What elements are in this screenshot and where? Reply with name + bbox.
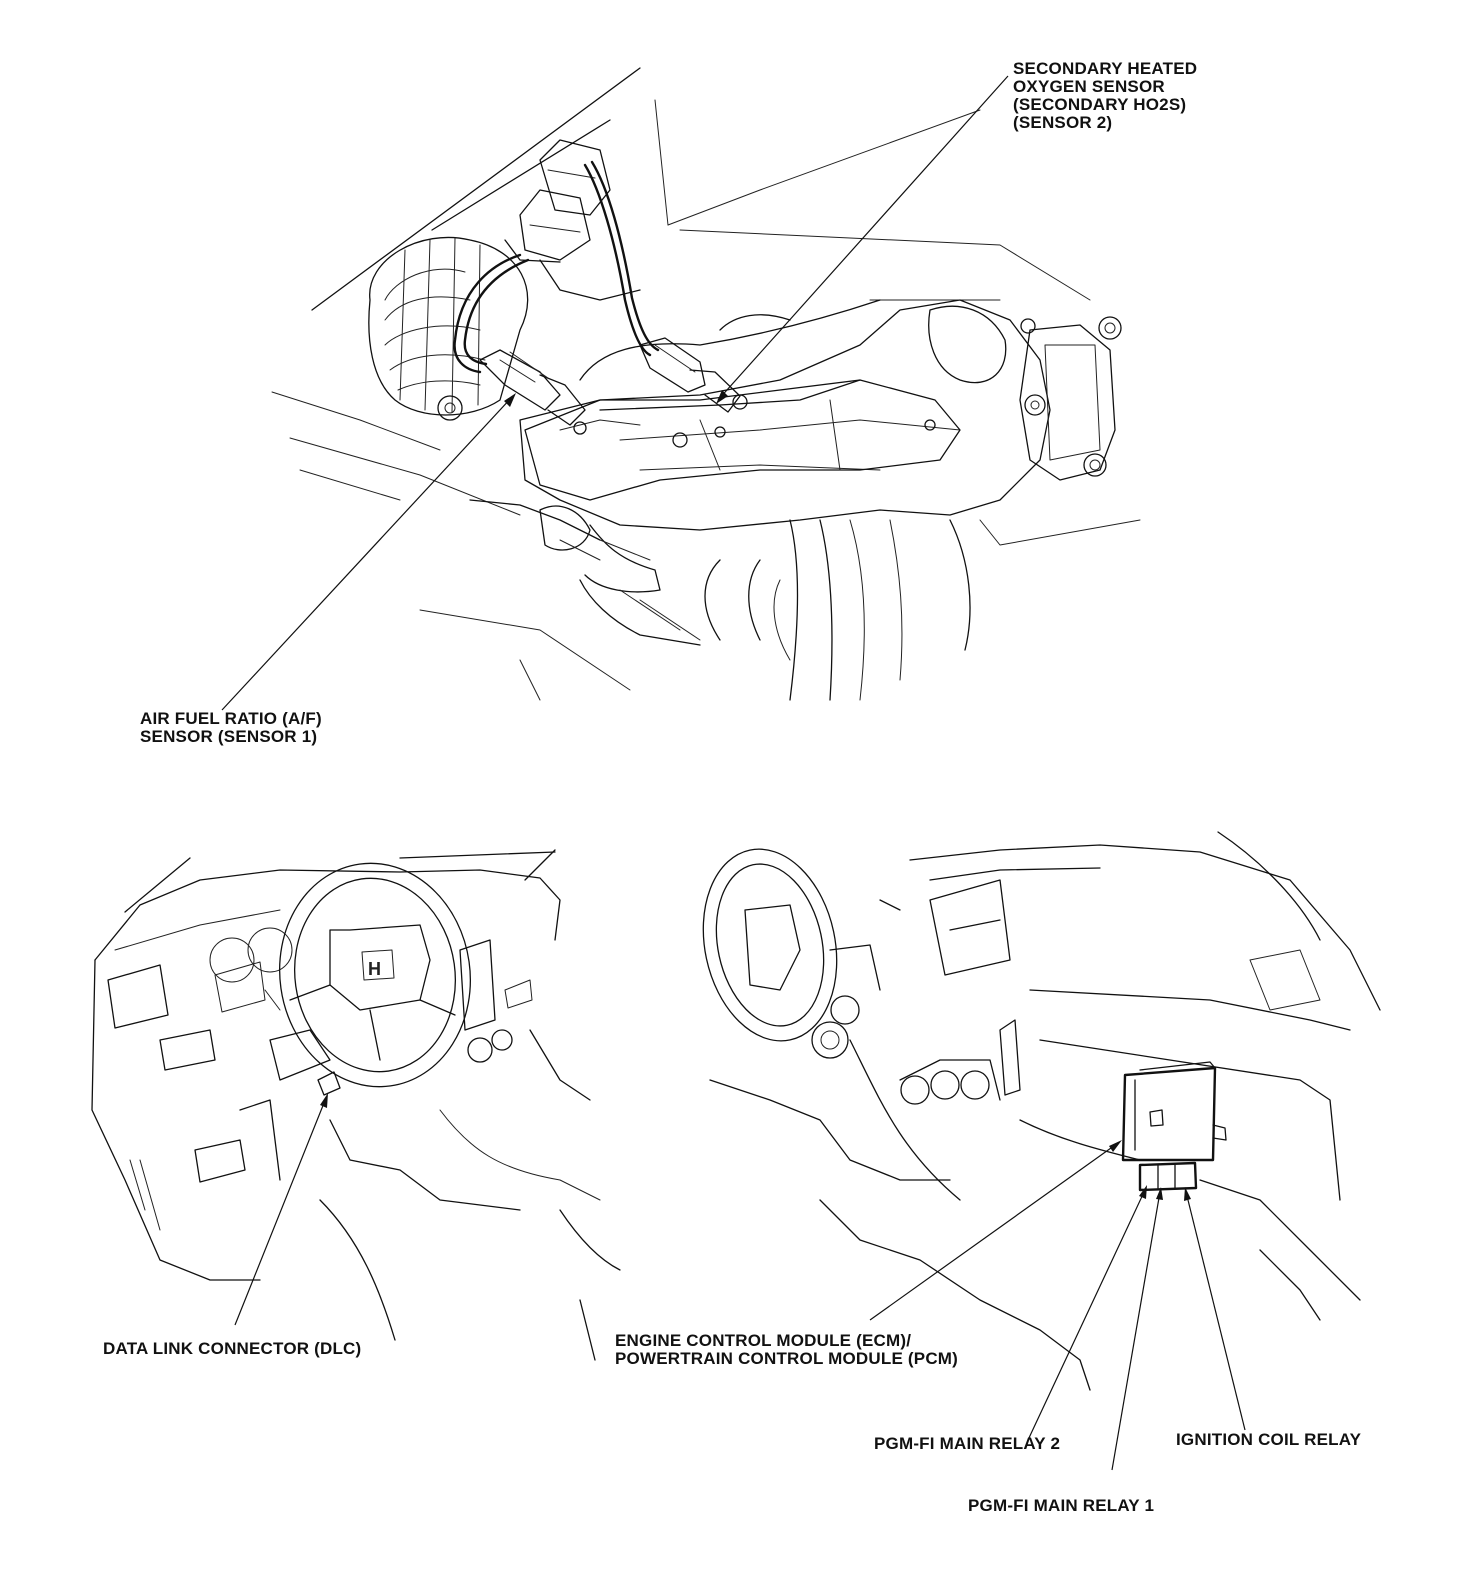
label-af-sensor: AIR FUEL RATIO (A/F) SENSOR (SENSOR 1)	[140, 710, 322, 746]
exhaust-illustration	[271, 67, 1141, 701]
dashboard-right-illustration	[702, 831, 1381, 1391]
label-ecm-pcm: ENGINE CONTROL MODULE (ECM)/ POWERTRAIN …	[615, 1332, 958, 1368]
label-pgm-relay-1: PGM-FI MAIN RELAY 1	[968, 1496, 1155, 1515]
leader-line-dlc	[234, 1093, 328, 1326]
leader-lines-top	[221, 75, 1009, 711]
label-pgm-relay-2: PGM-FI MAIN RELAY 2	[874, 1434, 1061, 1453]
leader-lines-bottom-right	[869, 1140, 1246, 1471]
label-dlc: DATA LINK CONNECTOR (DLC)	[103, 1339, 362, 1358]
label-line: (SENSOR 2)	[1013, 113, 1113, 132]
label-line: SECONDARY HEATED	[1013, 59, 1198, 78]
label-line: SENSOR (SENSOR 1)	[140, 727, 318, 746]
label-secondary-ho2s: SECONDARY HEATED OXYGEN SENSOR (SECONDAR…	[1013, 60, 1197, 132]
label-line: AIR FUEL RATIO (A/F)	[140, 709, 322, 728]
label-line: (SECONDARY HO2S)	[1013, 95, 1187, 114]
label-ignition-coil-relay: IGNITION COIL RELAY	[1176, 1430, 1362, 1449]
dashboard-left-illustration: H	[91, 849, 621, 1361]
label-line: OXYGEN SENSOR	[1013, 77, 1165, 96]
label-line: POWERTRAIN CONTROL MODULE (PCM)	[615, 1349, 959, 1368]
svg-text:H: H	[368, 959, 381, 979]
label-line: ENGINE CONTROL MODULE (ECM)/	[615, 1331, 912, 1350]
